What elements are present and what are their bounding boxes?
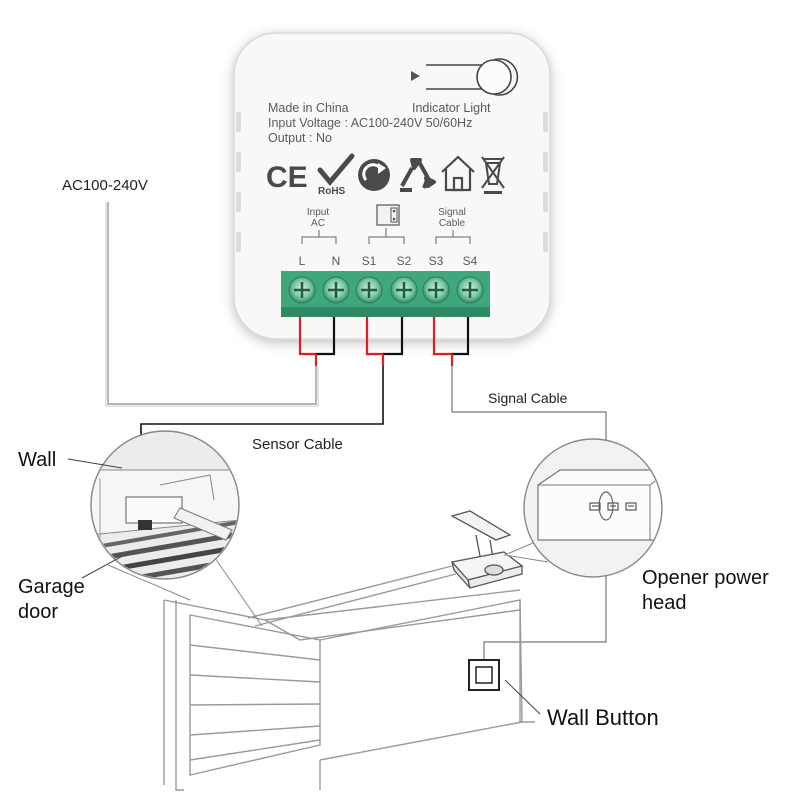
signal-cable-label-line2: Cable <box>439 218 466 229</box>
garage-door <box>189 614 321 776</box>
wall-button-label: Wall Button <box>547 705 659 730</box>
device-wires <box>298 317 470 366</box>
garage-door-leader <box>81 551 131 579</box>
ce-mark: CE <box>266 161 308 194</box>
rohs-check-icon: RoHS <box>317 153 355 197</box>
signal-wire-black <box>452 317 470 356</box>
terminal-labels: L N S1 S2 S3 S4 <box>299 254 478 268</box>
garage-scene <box>163 565 535 791</box>
terminal-label-l: L <box>299 254 306 268</box>
garage-door-label-line2: door <box>18 601 58 623</box>
wall-leader <box>67 458 123 469</box>
weee-bin-icon <box>481 156 505 194</box>
module-body <box>233 32 551 340</box>
terminal-label-s4: S4 <box>463 254 478 268</box>
indicator-light-text: Indicator Light <box>412 101 491 115</box>
input-voltage-text: Input Voltage : AC100-240V 50/60Hz <box>268 116 472 130</box>
terminal-label-s2: S2 <box>397 254 412 268</box>
sensor-wire-black <box>383 317 404 356</box>
screw-terminal-n <box>322 276 350 304</box>
garage-door-label-line1: Garage <box>18 576 85 598</box>
opener-unit <box>450 510 524 589</box>
reed-switch-icon <box>376 204 400 226</box>
ac-wire-red <box>298 317 316 356</box>
sensor-cable-label: Sensor Cable <box>252 436 343 453</box>
screw-terminal-s3 <box>422 276 450 304</box>
recycle-arrow-icon <box>358 159 390 191</box>
sensor-wire-red <box>365 317 383 356</box>
rohs-text: RoHS <box>318 186 346 197</box>
terminal-label-s1: S1 <box>362 254 377 268</box>
screw-terminal-s2 <box>390 276 418 304</box>
made-in-text: Made in China <box>268 101 349 115</box>
house-icon <box>441 155 475 192</box>
terminal-screws <box>288 276 484 304</box>
signal-cable-label-line1: Signal <box>438 207 466 218</box>
terminal-label-n: N <box>332 254 341 268</box>
opener-label-line2: head <box>642 592 687 614</box>
screw-terminal-s1 <box>355 276 383 304</box>
ac-wire-black <box>316 317 336 356</box>
signal-cable-label: Signal Cable <box>488 390 568 406</box>
screw-terminal-l <box>288 276 316 304</box>
input-ac-label-line2: AC <box>311 218 325 229</box>
terminal-block <box>281 271 490 317</box>
wall-button-leader <box>504 679 541 715</box>
input-ac-label-line1: Input <box>307 207 329 218</box>
output-text: Output : No <box>268 131 332 145</box>
opener-detail-callout <box>503 438 663 578</box>
signal-wire-red <box>432 317 452 356</box>
smart-switch-module: Made in China Indicator Light Input Volt… <box>233 32 551 340</box>
terminal-label-s3: S3 <box>429 254 444 268</box>
wall-label: Wall <box>18 449 56 471</box>
ac-input-label: AC100-240V <box>62 177 148 194</box>
wall-button-device <box>468 659 500 691</box>
recycle-triangle-icon <box>400 158 436 192</box>
terminal-brackets <box>301 228 471 244</box>
wall-detail-callout <box>90 430 263 627</box>
indicator-light-icon <box>411 58 519 96</box>
opener-label-line1: Opener power <box>642 567 769 589</box>
side-vents <box>236 112 548 252</box>
certification-marks: CE RoHS <box>266 153 505 197</box>
ac-input-cable <box>107 202 317 405</box>
screw-terminal-s4 <box>456 276 484 304</box>
